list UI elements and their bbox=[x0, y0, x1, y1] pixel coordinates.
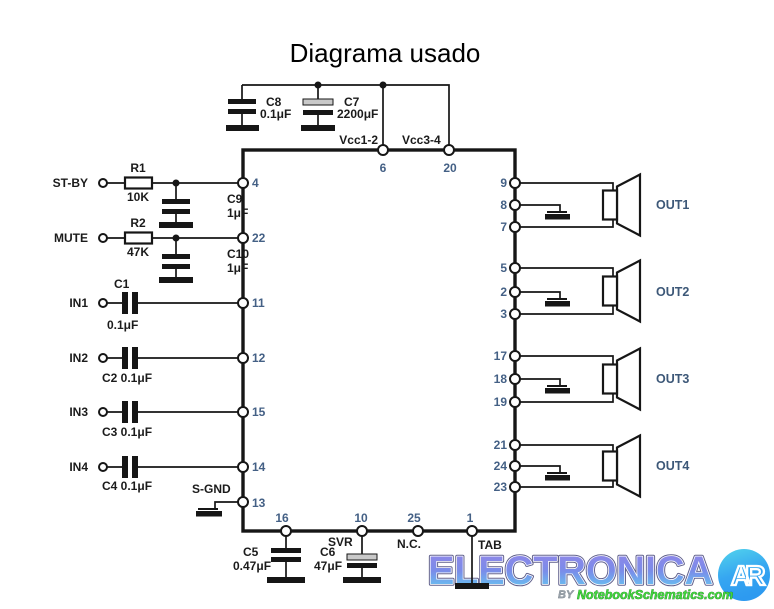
cap-c1 bbox=[122, 292, 138, 314]
svr-label: SVR bbox=[328, 535, 353, 549]
pin-4-number: 4 bbox=[252, 176, 259, 190]
pin-12-number: 12 bbox=[252, 351, 266, 365]
ground-out3 bbox=[545, 385, 570, 394]
junction-dots bbox=[172, 81, 387, 242]
pin-3-number: 3 bbox=[500, 307, 507, 321]
r1-value-label: 10K bbox=[127, 190, 149, 204]
cap-c9 bbox=[159, 199, 193, 228]
cap-c5 bbox=[267, 548, 305, 583]
pin-19-number: 19 bbox=[494, 395, 508, 409]
cap-c6 bbox=[343, 553, 381, 583]
pin-14-number: 14 bbox=[252, 460, 266, 474]
logo-by-text: BY bbox=[558, 589, 575, 601]
speaker-out3 bbox=[601, 346, 642, 412]
pin-11-number: 11 bbox=[252, 296, 265, 310]
input-terminals bbox=[98, 178, 108, 472]
pin-18-number: 18 bbox=[494, 372, 508, 386]
wires bbox=[107, 84, 614, 583]
pin-22-number: 22 bbox=[252, 231, 266, 245]
cap-c7 bbox=[301, 98, 335, 131]
c10-ref-label: C10 bbox=[227, 247, 249, 261]
tab-label: TAB bbox=[478, 538, 502, 552]
pin-6-number: 6 bbox=[380, 161, 387, 175]
in4-label: IN4 bbox=[69, 460, 88, 474]
page-title: Diagrama usado bbox=[290, 38, 481, 68]
pin-25-number: 25 bbox=[407, 511, 421, 525]
mute-label: MUTE bbox=[54, 231, 88, 245]
pin-5-number: 5 bbox=[500, 261, 507, 275]
cap-c8 bbox=[226, 99, 259, 131]
pin-16-number: 16 bbox=[275, 511, 289, 525]
speaker-out2 bbox=[601, 258, 642, 324]
c1-value-label: 0.1μF bbox=[107, 318, 138, 332]
out4-label: OUT4 bbox=[656, 459, 689, 473]
ic-pin-circles bbox=[237, 144, 521, 537]
pin-7-number: 7 bbox=[500, 220, 507, 234]
ic-body bbox=[241, 148, 517, 533]
c2-value-label: C2 0.1μF bbox=[102, 371, 152, 385]
c5-ref-label: C5 bbox=[243, 545, 259, 559]
watermark-logo: ELECTRONICA ELECTRONICA AR BY NotebookSc… bbox=[426, 547, 772, 602]
resistor-r2 bbox=[123, 231, 154, 245]
resistor-r1 bbox=[123, 176, 154, 190]
pin-23-number: 23 bbox=[494, 480, 508, 494]
cap-c10 bbox=[159, 254, 193, 283]
pin-24-number: 24 bbox=[494, 459, 508, 473]
c5-value-label: 0.47μF bbox=[233, 559, 271, 573]
out1-label: OUT1 bbox=[656, 198, 689, 212]
c10-value-label: 1μF bbox=[227, 261, 248, 275]
speaker-out1 bbox=[601, 172, 642, 238]
pin-13-number: 13 bbox=[252, 496, 266, 510]
c6-value-label: 47μF bbox=[314, 559, 342, 573]
ground-out4 bbox=[545, 472, 570, 481]
pin-9-number: 9 bbox=[500, 176, 507, 190]
c9-ref-label: C9 bbox=[227, 192, 243, 206]
pin-20-number: 20 bbox=[443, 161, 457, 175]
pin-17-number: 17 bbox=[494, 349, 508, 363]
r1-ref-label: R1 bbox=[130, 161, 146, 175]
c3-value-label: C3 0.1μF bbox=[102, 425, 152, 439]
sgnd-label: S-GND bbox=[192, 482, 231, 496]
in3-label: IN3 bbox=[69, 405, 88, 419]
ground-sgnd bbox=[196, 508, 222, 517]
ground-out1 bbox=[545, 211, 570, 220]
logo-ar-badge-circle bbox=[718, 549, 770, 601]
logo-site-text: NotebookSchematics.com bbox=[577, 588, 733, 602]
in2-label: IN2 bbox=[69, 351, 88, 365]
cap-c3 bbox=[122, 401, 138, 423]
out2-label: OUT2 bbox=[656, 285, 689, 299]
r2-value-label: 47K bbox=[127, 245, 149, 259]
c7-ref-label: C7 bbox=[344, 95, 360, 109]
c1-ref-label: C1 bbox=[114, 277, 130, 291]
vcc34-label: Vcc3-4 bbox=[402, 133, 441, 147]
c6-ref-label: C6 bbox=[320, 545, 336, 559]
speaker-out4 bbox=[601, 433, 642, 499]
ground-tab bbox=[455, 583, 489, 589]
pin-15-number: 15 bbox=[252, 405, 266, 419]
cap-c4 bbox=[122, 456, 138, 478]
pin-2-number: 2 bbox=[500, 285, 507, 299]
in1-label: IN1 bbox=[69, 296, 88, 310]
pin-8-number: 8 bbox=[500, 198, 507, 212]
c4-value-label: C4 0.1μF bbox=[102, 479, 152, 493]
c8-ref-label: C8 bbox=[266, 95, 282, 109]
pin-21-number: 21 bbox=[494, 438, 508, 452]
stby-label: ST-BY bbox=[53, 176, 88, 190]
c8-value-label: 0.1μF bbox=[260, 107, 291, 121]
r2-ref-label: R2 bbox=[130, 216, 146, 230]
c9-value-label: 1μF bbox=[227, 206, 248, 220]
logo-wordmark: ELECTRONICA bbox=[428, 549, 713, 593]
vcc12-label: Vcc1-2 bbox=[339, 133, 378, 147]
pin-1-number: 1 bbox=[467, 511, 474, 525]
out3-label: OUT3 bbox=[656, 372, 689, 386]
nc-label: N.C. bbox=[397, 537, 421, 551]
ground-out2 bbox=[545, 298, 570, 307]
cap-c2 bbox=[122, 347, 138, 369]
c7-value-label: 2200μF bbox=[337, 107, 378, 121]
pin-10-number: 10 bbox=[354, 511, 368, 525]
